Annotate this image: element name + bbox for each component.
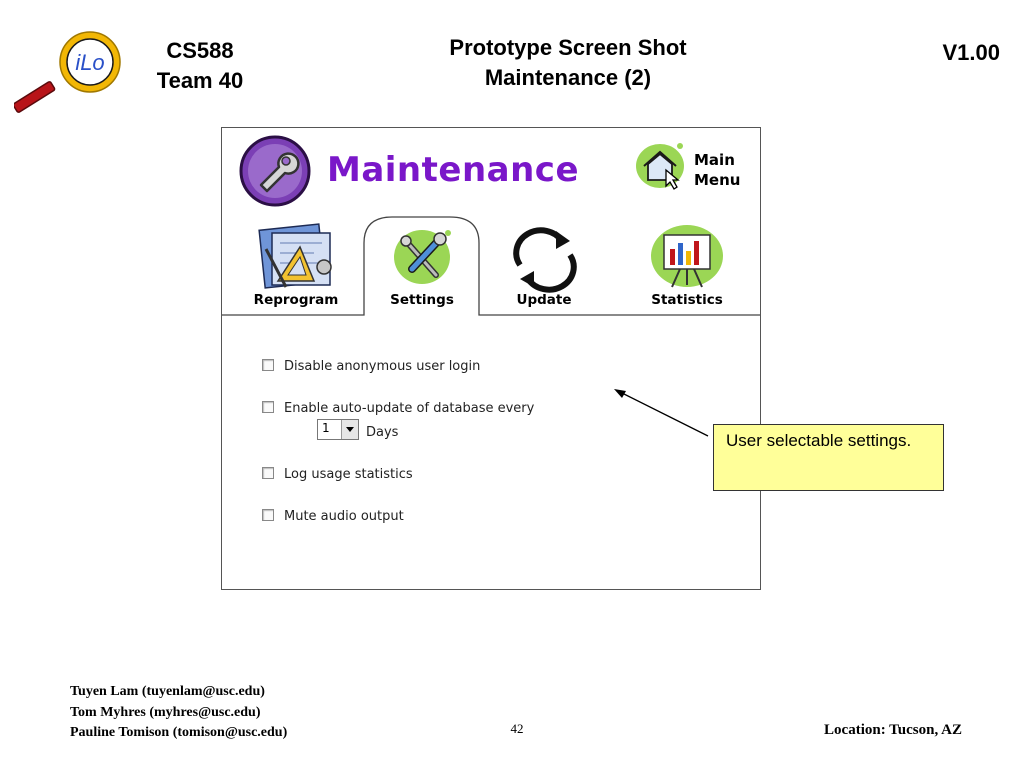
logo-text: iLo bbox=[75, 50, 104, 75]
tab-reprogram[interactable]: Reprogram bbox=[244, 223, 348, 315]
author-3: Pauline Tomison (tomison@usc.edu) bbox=[70, 725, 288, 740]
disable-anonymous-login-label: Disable anonymous user login bbox=[284, 359, 481, 374]
team-name: Team 40 bbox=[156, 68, 244, 93]
main-menu-label: Main Menu bbox=[694, 151, 741, 189]
main-menu-button[interactable]: Main Menu bbox=[632, 136, 760, 196]
tab-reprogram-label: Reprogram bbox=[253, 292, 339, 308]
version-label: V1.00 bbox=[942, 40, 1001, 65]
tab-strip-outline bbox=[222, 216, 760, 316]
slide-title-line2: Maintenance (2) bbox=[484, 65, 652, 90]
tools-icon bbox=[394, 230, 451, 284]
app-title: Maintenance bbox=[327, 150, 580, 190]
tab-update[interactable]: Update bbox=[494, 223, 594, 315]
course-code: CS588 bbox=[166, 38, 234, 63]
bar-chart-easel-icon bbox=[651, 225, 723, 288]
auto-update-option[interactable]: Enable auto-update of database every bbox=[262, 401, 534, 416]
auto-update-label: Enable auto-update of database every bbox=[284, 401, 535, 416]
tab-settings[interactable]: Settings bbox=[364, 223, 480, 315]
log-usage-option[interactable]: Log usage statistics bbox=[262, 467, 413, 482]
page-number: 42 bbox=[510, 721, 524, 736]
log-usage-checkbox[interactable] bbox=[262, 467, 274, 479]
mute-audio-option[interactable]: Mute audio output bbox=[262, 509, 404, 524]
disable-anonymous-login-checkbox[interactable] bbox=[262, 359, 274, 371]
tab-statistics-label: Statistics bbox=[651, 292, 723, 308]
blueprint-icon bbox=[258, 223, 332, 289]
course-info: CS588 Team 40 bbox=[140, 36, 260, 96]
author-list: Tuyen Lam (tuyenlam@usc.edu) Tom Myhres … bbox=[70, 682, 287, 744]
wrench-icon bbox=[239, 135, 311, 207]
magnifier-icon bbox=[14, 31, 121, 113]
auto-update-checkbox[interactable] bbox=[262, 401, 274, 413]
author-2: Tom Myhres (myhres@usc.edu) bbox=[70, 704, 261, 720]
disable-anonymous-login-option[interactable]: Disable anonymous user login bbox=[262, 359, 480, 374]
chevron-down-icon[interactable] bbox=[341, 420, 358, 439]
slide-title: Prototype Screen Shot Maintenance (2) bbox=[380, 33, 756, 93]
update-interval-select[interactable]: 1 bbox=[317, 419, 359, 440]
slide-title-line1: Prototype Screen Shot bbox=[449, 35, 687, 60]
mute-audio-label: Mute audio output bbox=[284, 509, 404, 524]
tab-statistics[interactable]: Statistics bbox=[632, 223, 742, 315]
mute-audio-checkbox[interactable] bbox=[262, 509, 274, 521]
tab-settings-label: Settings bbox=[390, 292, 454, 308]
callout-arrow bbox=[614, 389, 709, 437]
refresh-icon bbox=[513, 227, 577, 293]
interval-unit-label: Days bbox=[366, 425, 399, 440]
location-label: Location: Tucson, AZ bbox=[824, 722, 962, 738]
tab-update-label: Update bbox=[516, 292, 572, 308]
author-1: Tuyen Lam (tuyenlam@usc.edu) bbox=[70, 684, 265, 699]
log-usage-label: Log usage statistics bbox=[284, 467, 413, 482]
maintenance-window: Maintenance Main Menu Reprogram bbox=[221, 127, 761, 590]
house-cursor-icon bbox=[636, 143, 684, 190]
callout-note: User selectable settings. bbox=[713, 424, 944, 491]
update-interval-value: 1 bbox=[322, 421, 330, 435]
ilo-logo: iLo bbox=[14, 31, 121, 113]
